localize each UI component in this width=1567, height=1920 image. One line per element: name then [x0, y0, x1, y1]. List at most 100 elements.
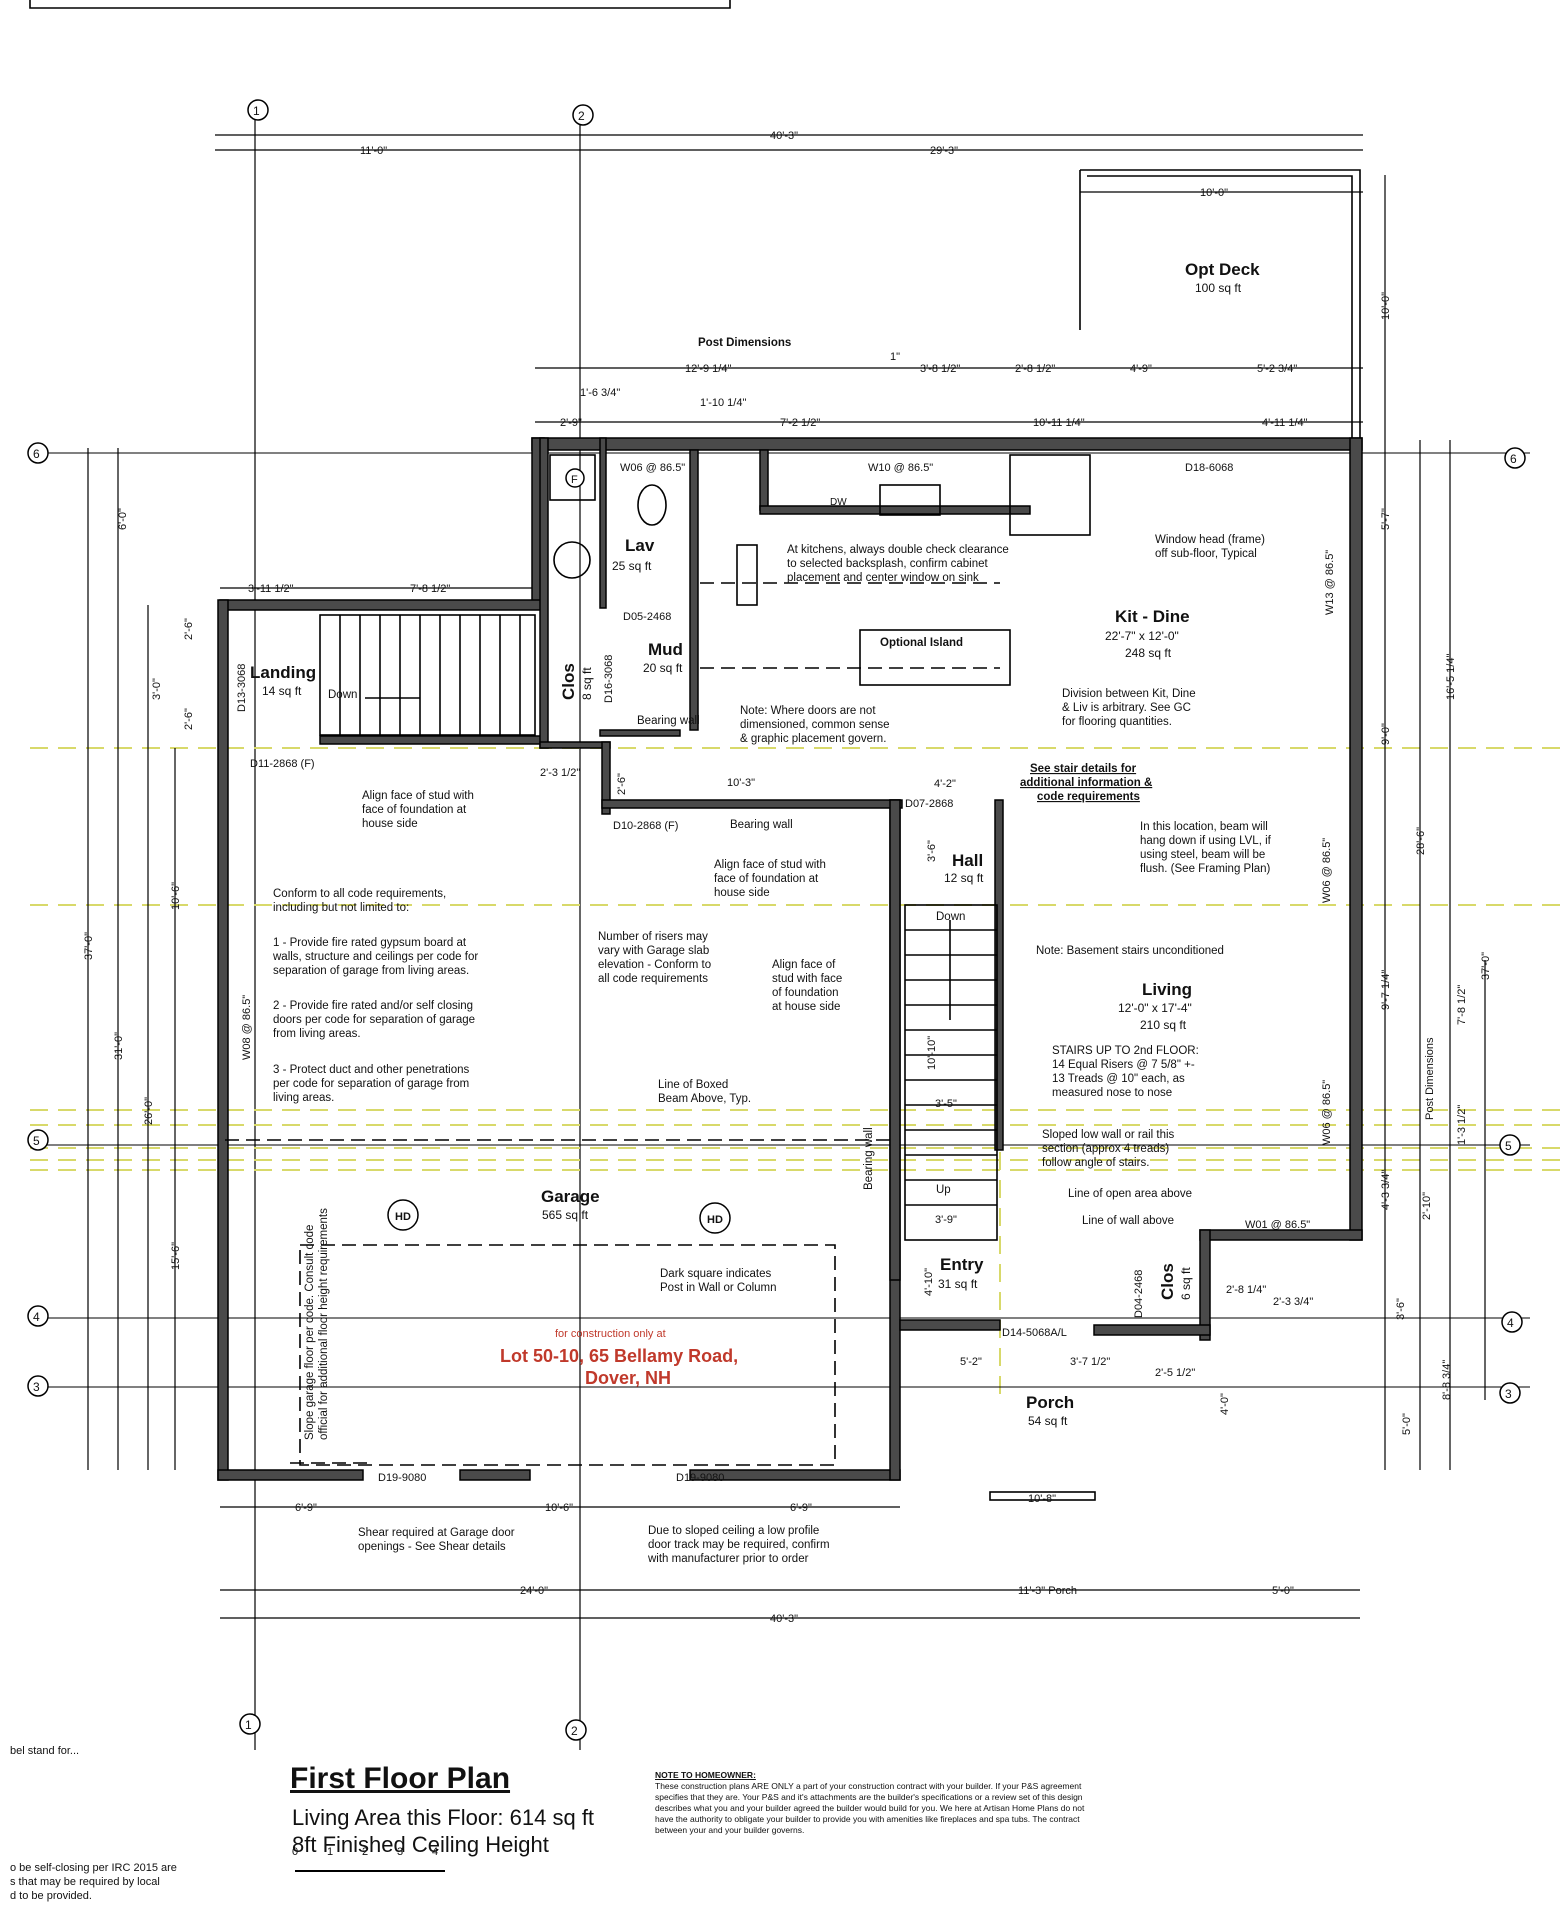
svg-text:1 - Provide fire rated gypsum: 1 - Provide fire rated gypsum board at	[273, 937, 467, 949]
interior-walls	[319, 437, 1031, 1281]
svg-text:W06 @ 86.5": W06 @ 86.5"	[620, 462, 685, 474]
svg-text:3'-0": 3'-0"	[151, 678, 163, 700]
svg-text:Beam Above, Typ.: Beam Above, Typ.	[658, 1093, 751, 1105]
svg-text:placement and center window on: placement and center window on sink	[787, 572, 979, 584]
svg-text:openings - See Shear details: openings - See Shear details	[358, 1541, 506, 1553]
svg-text:off sub-floor, Typical: off sub-floor, Typical	[1155, 548, 1257, 560]
svg-text:7'-2 1/2": 7'-2 1/2"	[780, 417, 820, 429]
svg-text:3'-7 1/2": 3'-7 1/2"	[1070, 1356, 1110, 1368]
svg-text:See stair details for: See stair details for	[1030, 763, 1137, 775]
grid-bubble-label: 6	[33, 447, 40, 461]
svg-text:HD: HD	[395, 1211, 411, 1223]
room-name-lav: Lav	[625, 536, 655, 555]
scale-label: 3	[397, 1846, 404, 1858]
deck-outline	[1079, 169, 1361, 440]
svg-text:2'-5 1/2": 2'-5 1/2"	[1155, 1367, 1195, 1379]
svg-text:Post in Wall or Column: Post in Wall or Column	[660, 1282, 777, 1294]
svg-text:Align face of stud with: Align face of stud with	[362, 790, 474, 802]
svg-text:24'-0": 24'-0"	[520, 1585, 548, 1597]
svg-text:Up: Up	[936, 1184, 951, 1196]
svg-text:10'-6": 10'-6"	[545, 1502, 573, 1514]
svg-text:& graphic placement govern.: & graphic placement govern.	[740, 733, 886, 745]
homeowner-note: NOTE TO HOMEOWNER: These construction pl…	[655, 1770, 1105, 1836]
guide-lines	[30, 747, 1560, 1400]
grid-bubble-label: 3	[1505, 1387, 1512, 1401]
svg-text:Line of open area above: Line of open area above	[1068, 1188, 1192, 1200]
svg-text:W08 @ 86.5": W08 @ 86.5"	[241, 995, 253, 1060]
room-area-lav: 25 sq ft	[612, 559, 652, 573]
svg-text:door track may be required, co: door track may be required, confirm	[648, 1539, 830, 1551]
top-dimensions: 40'-3" 11'-0" 29'-3" 10'-0" Post Dimensi…	[215, 130, 1363, 595]
optional-island	[859, 629, 1011, 686]
svg-text:9'-0": 9'-0"	[1380, 723, 1392, 745]
svg-text:STAIRS UP TO 2nd FLOOR:: STAIRS UP TO 2nd FLOOR:	[1052, 1045, 1199, 1057]
svg-text:to selected backsplash, confir: to selected backsplash, confirm cabinet	[787, 558, 989, 570]
svg-text:14 Equal Risers @ 7 5/8" +-: 14 Equal Risers @ 7 5/8" +-	[1052, 1059, 1195, 1071]
svg-text:all code requirements: all code requirements	[598, 973, 708, 985]
grid-bubble-label: 2	[571, 1724, 578, 1738]
svg-text:Dark square indicates: Dark square indicates	[660, 1268, 771, 1280]
svg-text:Bearing wall: Bearing wall	[637, 715, 700, 727]
svg-text:5'-0": 5'-0"	[1272, 1585, 1294, 1597]
toilet-icon	[637, 484, 667, 526]
room-name-landing: Landing	[250, 663, 316, 682]
right-dimensions: 10'-0" 5'-7" 16'-5 1/4" 9'-0" 28'-6" 37'…	[1219, 175, 1492, 1470]
lot-stamp: for construction only at Lot 50-10, 65 B…	[500, 1328, 738, 1388]
svg-text:D14-5068A/L: D14-5068A/L	[1002, 1327, 1067, 1339]
svg-text:vary with Garage slab: vary with Garage slab	[598, 945, 709, 957]
svg-text:3'-9": 3'-9"	[935, 1214, 957, 1226]
svg-text:code requirements: code requirements	[1037, 791, 1140, 803]
room-area-clos-entry: 6 sq ft	[1179, 1267, 1193, 1300]
room-name-garage: Garage	[541, 1187, 600, 1206]
svg-text:Conform to all code requiremen: Conform to all code requirements,	[273, 888, 446, 900]
svg-text:D07-2868: D07-2868	[905, 798, 953, 810]
svg-text:additional information &: additional information &	[1020, 777, 1152, 789]
room-name-mud: Mud	[648, 640, 683, 659]
room-size-kit-dine: 22'-7" x 12'-0"	[1105, 629, 1179, 643]
svg-text:26'-0": 26'-0"	[143, 1097, 155, 1125]
svg-text:house side: house side	[714, 887, 770, 899]
floor-drain-icon	[565, 468, 585, 488]
svg-text:40'-3": 40'-3"	[770, 1613, 798, 1625]
svg-text:Sloped low wall or rail this: Sloped low wall or rail this	[1042, 1129, 1175, 1141]
svg-text:3'-5": 3'-5"	[935, 1098, 957, 1110]
svg-text:Shear required at Garage door: Shear required at Garage door	[358, 1527, 515, 1539]
svg-text:5'-0": 5'-0"	[1401, 1413, 1413, 1435]
svg-text:3'-6": 3'-6"	[1395, 1298, 1407, 1320]
room-name-porch: Porch	[1026, 1393, 1074, 1412]
svg-text:12'-9 1/4": 12'-9 1/4"	[685, 363, 731, 375]
svg-text:official for additional floor: official for additional floor height req…	[318, 1208, 330, 1440]
svg-text:Post Dimensions: Post Dimensions	[698, 337, 791, 349]
svg-text:Line of wall above: Line of wall above	[1082, 1215, 1174, 1227]
room-name-kit-dine: Kit - Dine	[1115, 607, 1190, 626]
svg-text:using steel, beam will be: using steel, beam will be	[1140, 849, 1265, 861]
living-area-text: Living Area this Floor: 614 sq ft	[292, 1805, 595, 1830]
room-area-mud: 20 sq ft	[643, 661, 683, 675]
plan-title: First Floor Plan	[290, 1762, 511, 1795]
svg-text:40'-3": 40'-3"	[770, 130, 798, 142]
svg-text:1'-10 1/4": 1'-10 1/4"	[700, 397, 746, 409]
svg-text:follow angle of stairs.: follow angle of stairs.	[1042, 1157, 1149, 1169]
room-area-living: 210 sq ft	[1140, 1018, 1187, 1032]
kitchen-sink-icon	[879, 484, 941, 516]
svg-text:4'-9": 4'-9"	[1130, 363, 1152, 375]
svg-text:section (approx 4 treads): section (approx 4 treads)	[1042, 1143, 1169, 1155]
svg-text:1'-6 3/4": 1'-6 3/4"	[580, 387, 620, 399]
svg-text:including but not limited to:: including but not limited to:	[273, 902, 409, 914]
grid-bubbles: 1 2 6 6 5 5 4 4 3 3 1 2	[27, 99, 1526, 1741]
svg-text:6'-9": 6'-9"	[295, 1502, 317, 1514]
bottom-dimensions: 6'-9" 10'-6" 6'-9" 24'-0" 11'-3" Porch 5…	[220, 1502, 1360, 1625]
shower-fixture	[549, 454, 596, 501]
svg-text:4'-2": 4'-2"	[934, 778, 956, 790]
grid-bubble-label: 4	[33, 1310, 40, 1324]
svg-text:7'-8 1/2": 7'-8 1/2"	[410, 583, 450, 595]
room-labels: Lav 25 sq ft Kit - Dine 22'-7" x 12'-0" …	[250, 536, 1193, 1428]
svg-text:5'-2": 5'-2"	[960, 1356, 982, 1368]
svg-text:2'-3 3/4": 2'-3 3/4"	[1273, 1296, 1313, 1308]
svg-text:29'-3": 29'-3"	[930, 145, 958, 157]
island-lines	[700, 582, 1000, 669]
svg-text:6'-0": 6'-0"	[117, 508, 129, 530]
range-icon	[736, 544, 758, 606]
svg-text:D13-3068: D13-3068	[236, 664, 248, 712]
